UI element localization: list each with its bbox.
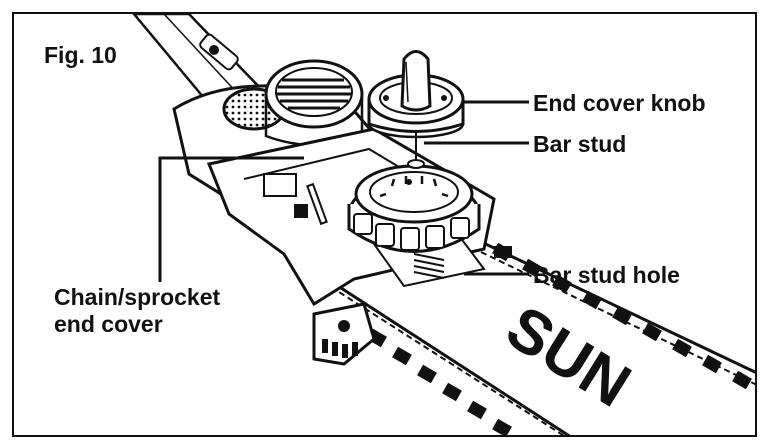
callout-bar-stud-hole: Bar stud hole: [533, 262, 680, 288]
chainsaw-diagram: SUN: [132, 14, 755, 435]
leader-lines: [158, 100, 529, 282]
vent-cap: [264, 59, 364, 147]
callout-cover-line1: Chain/sprocket: [54, 284, 221, 310]
figure-label: Fig. 10: [44, 42, 117, 68]
callout-bar-stud: Bar stud: [533, 131, 627, 157]
bar-stud-ring: [347, 164, 481, 253]
callout-cover-line2: end cover: [54, 311, 163, 337]
bar-stud-pin: [407, 132, 425, 169]
end-cover-knob: [367, 50, 465, 139]
callout-end-cover-knob: End cover knob: [533, 90, 706, 116]
callout-chain-sprocket-end-cover: Chain/sprocket end cover: [54, 284, 220, 338]
figure-frame: SUN: [12, 12, 757, 437]
